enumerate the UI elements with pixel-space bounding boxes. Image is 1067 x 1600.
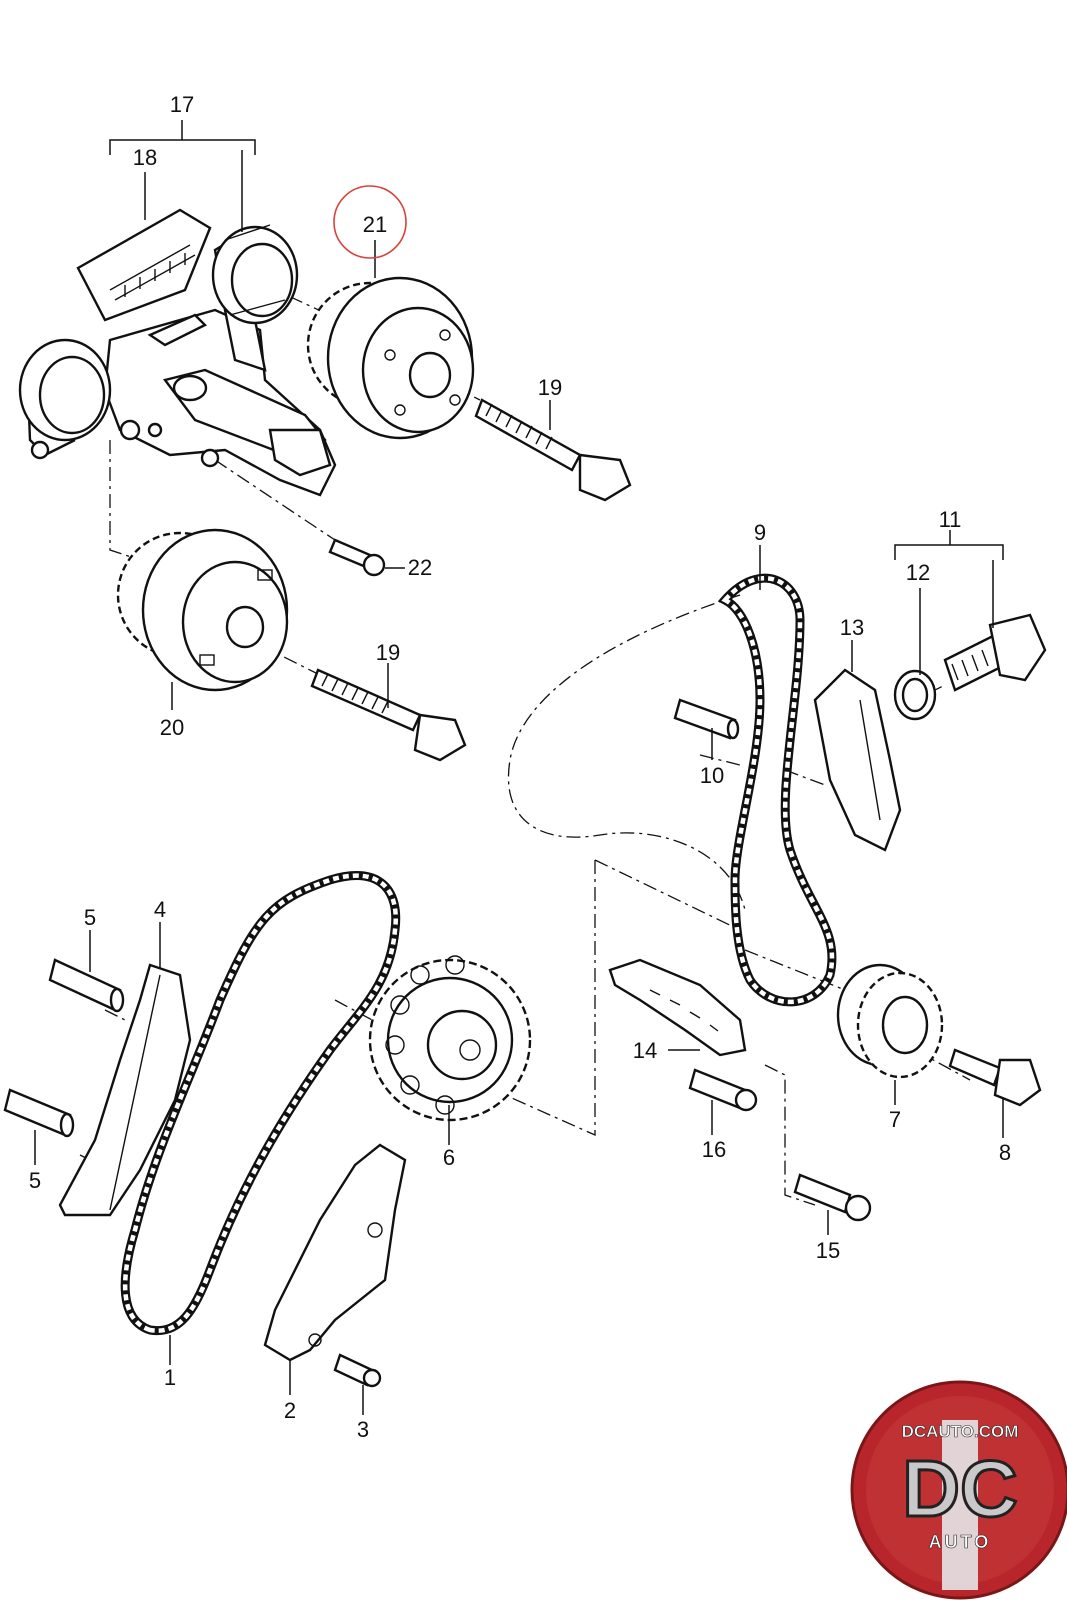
callout-10: 10 [700,763,724,788]
callout-5-lower: 5 [29,1168,41,1193]
highlight-circle [333,185,407,259]
pin-10 [673,698,740,740]
bolt-8 [948,1048,1042,1107]
callout-7: 7 [889,1107,901,1132]
solenoid-sleeve-right [211,224,299,325]
bolt-15 [793,1173,872,1222]
timing-chain-9 [717,573,837,1007]
callout-13: 13 [840,615,864,640]
chain-guide-top [76,208,212,322]
sprocket-6 [368,955,532,1122]
callout-labels: 17 18 21 19 22 19 20 9 11 12 13 10 5 4 5… [29,92,1011,1442]
callout-19-top: 19 [538,375,562,400]
solenoid-sleeve-left [18,338,112,460]
callout-20: 20 [160,715,184,740]
callout-5-upper: 5 [84,905,96,930]
bolt-19-top [474,398,632,502]
callout-3: 3 [357,1417,369,1442]
bolt-22 [328,538,386,577]
logo-url: DCAUTO.COM [902,1422,1019,1441]
callout-6: 6 [443,1145,455,1170]
pin-5-lower [3,1088,75,1138]
callout-21: 21 [363,212,387,237]
callout-8: 8 [999,1140,1011,1165]
logo-word: AUTO [929,1532,992,1552]
callout-17: 17 [170,92,194,117]
callout-14: 14 [633,1038,657,1063]
timing-chain-1 [120,871,401,1336]
camshaft-adjuster-sprocket-top [306,276,475,440]
callout-18: 18 [133,145,157,170]
pin-5-upper [48,958,125,1013]
callout-19-middle: 19 [376,640,400,665]
camshaft-adjuster-sprocket-middle [116,528,289,692]
leader-lines [34,120,1004,1415]
bolt-3 [333,1353,382,1388]
chain-guide-14 [608,958,747,1057]
callout-15: 15 [816,1238,840,1263]
bolt-19-middle [310,668,467,762]
bolt-16 [688,1068,758,1112]
tensioner-rail-2 [263,1143,407,1362]
callout-22: 22 [408,555,432,580]
seal-ring-12 [893,669,937,721]
chain-guide-4 [58,963,192,1217]
chain-tensioner-11 [943,613,1047,692]
dcauto-logo: DCAUTO.COM DC AUTO [850,1380,1067,1600]
callout-11: 11 [939,507,962,532]
logo-mark: DC [902,1444,1018,1533]
callout-1: 1 [164,1365,176,1390]
callout-12: 12 [906,560,930,585]
tensioner-guide-13 [813,668,902,852]
sprocket-7 [836,963,944,1079]
callout-9: 9 [754,520,766,545]
callout-16: 16 [702,1137,726,1162]
callout-4: 4 [154,897,166,922]
callout-2: 2 [284,1398,296,1423]
